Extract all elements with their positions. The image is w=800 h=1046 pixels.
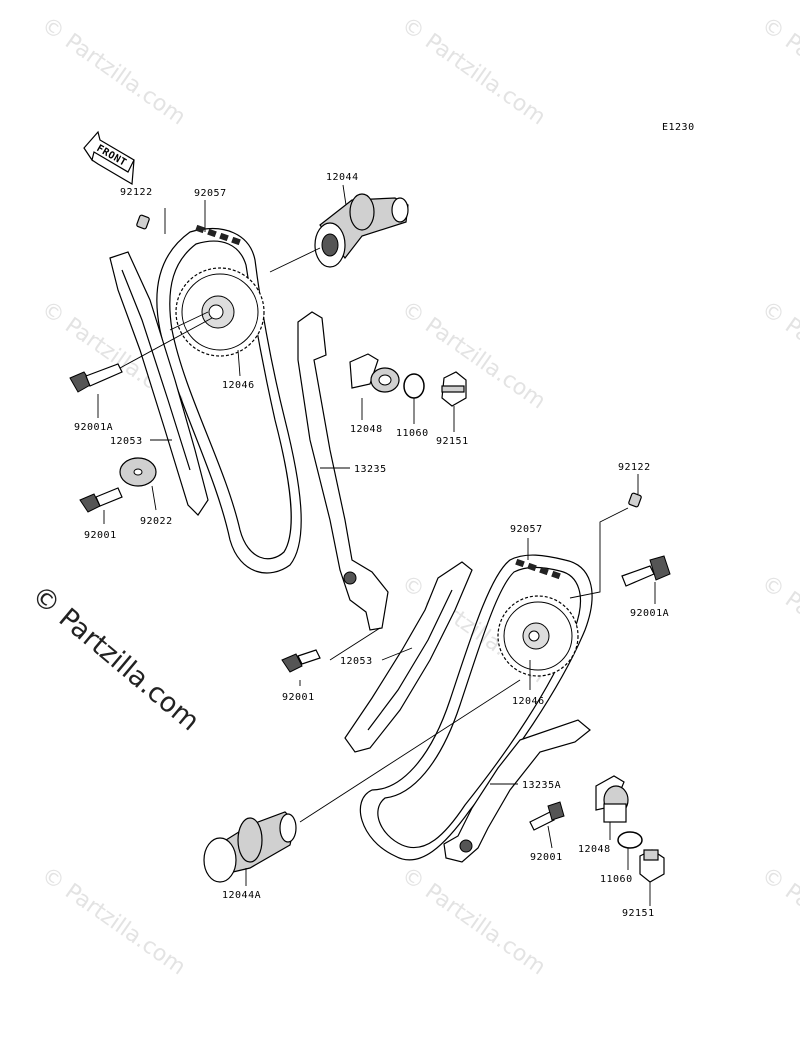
label-top-pin: 92122 (120, 187, 153, 198)
top-bolt-a (69, 363, 123, 393)
label-bot-bolt-a: 92001A (630, 608, 669, 619)
bot-tensioner (595, 775, 629, 823)
watermark: © Partzilla.com (757, 862, 800, 980)
watermark-main: © Partzilla.com (26, 580, 206, 738)
bot-tensioner-bolt-m (529, 801, 565, 831)
watermark: © Partzilla.com (397, 862, 550, 980)
label-bot-tensioner-bolt: 92151 (622, 908, 655, 919)
bot-sprocket (497, 595, 579, 677)
bot-tensioner-bolt (639, 849, 665, 883)
label-bot-tensioner: 12048 (578, 844, 611, 855)
bot-chain (359, 554, 593, 861)
top-chain-guide (109, 251, 209, 516)
top-tensioner-bolt (441, 371, 467, 407)
top-leader-lines (97, 184, 455, 524)
label-bot-camshaft: 12044A (222, 890, 261, 901)
bot-leader-lines (245, 474, 656, 906)
watermark: © Partzilla.com (757, 296, 800, 414)
bot-bolt (281, 649, 321, 673)
top-sprocket (175, 267, 265, 357)
top-gasket (403, 373, 425, 399)
label-bot-guide: 12053 (340, 656, 373, 667)
label-top-washer: 92022 (140, 516, 173, 527)
top-pin (136, 214, 150, 230)
label-top-guide: 12053 (110, 436, 143, 447)
label-top-tensioner-bolt: 92151 (436, 436, 469, 447)
label-top-tensioner-guide: 13235 (354, 464, 387, 475)
bot-chain-guide (344, 561, 473, 753)
label-top-gasket: 11060 (396, 428, 429, 439)
diagram-code: E1230 (662, 122, 695, 133)
label-bot-pin: 92122 (618, 462, 651, 473)
label-bot-gasket: 11060 (600, 874, 633, 885)
label-top-camshaft: 12044 (326, 172, 359, 183)
label-bot-bolt: 92001 (282, 692, 315, 703)
label-top-tensioner: 12048 (350, 424, 383, 435)
watermark: © Partzilla.com (757, 12, 800, 130)
label-bot-chain: 92057 (510, 524, 543, 535)
watermark: © Partzilla.com (37, 862, 190, 980)
label-top-bolt-a: 92001A (74, 422, 113, 433)
watermark: © Partzilla.com (757, 570, 800, 688)
label-bot-tensioner-guide: 13235A (522, 780, 561, 791)
top-washer (119, 457, 157, 487)
top-tensioner-guide (297, 311, 389, 631)
bot-bolt-a (621, 555, 671, 587)
label-top-chain: 92057 (194, 188, 227, 199)
watermark: © Partzilla.com (397, 12, 550, 130)
label-bot-sprocket: 12046 (512, 696, 545, 707)
bot-camshaft (203, 811, 297, 883)
top-tensioner (349, 353, 400, 393)
watermark: © Partzilla.com (37, 12, 190, 130)
bot-pin (628, 492, 642, 508)
top-camshaft (314, 193, 409, 268)
top-bolt (79, 487, 123, 513)
label-top-sprocket: 12046 (222, 380, 255, 391)
bot-gasket (617, 831, 643, 849)
bot-tensioner-guide (443, 719, 591, 863)
label-bot-tensioner-bolt-m: 92001 (530, 852, 563, 863)
front-arrow-icon: FRONT (83, 130, 135, 186)
part-labels: 92122 92057 12044 12046 92001A 12053 920… (74, 172, 669, 919)
label-top-bolt: 92001 (84, 530, 117, 541)
watermarks: © Partzilla.com © Partzilla.com © Partzi… (37, 12, 800, 980)
